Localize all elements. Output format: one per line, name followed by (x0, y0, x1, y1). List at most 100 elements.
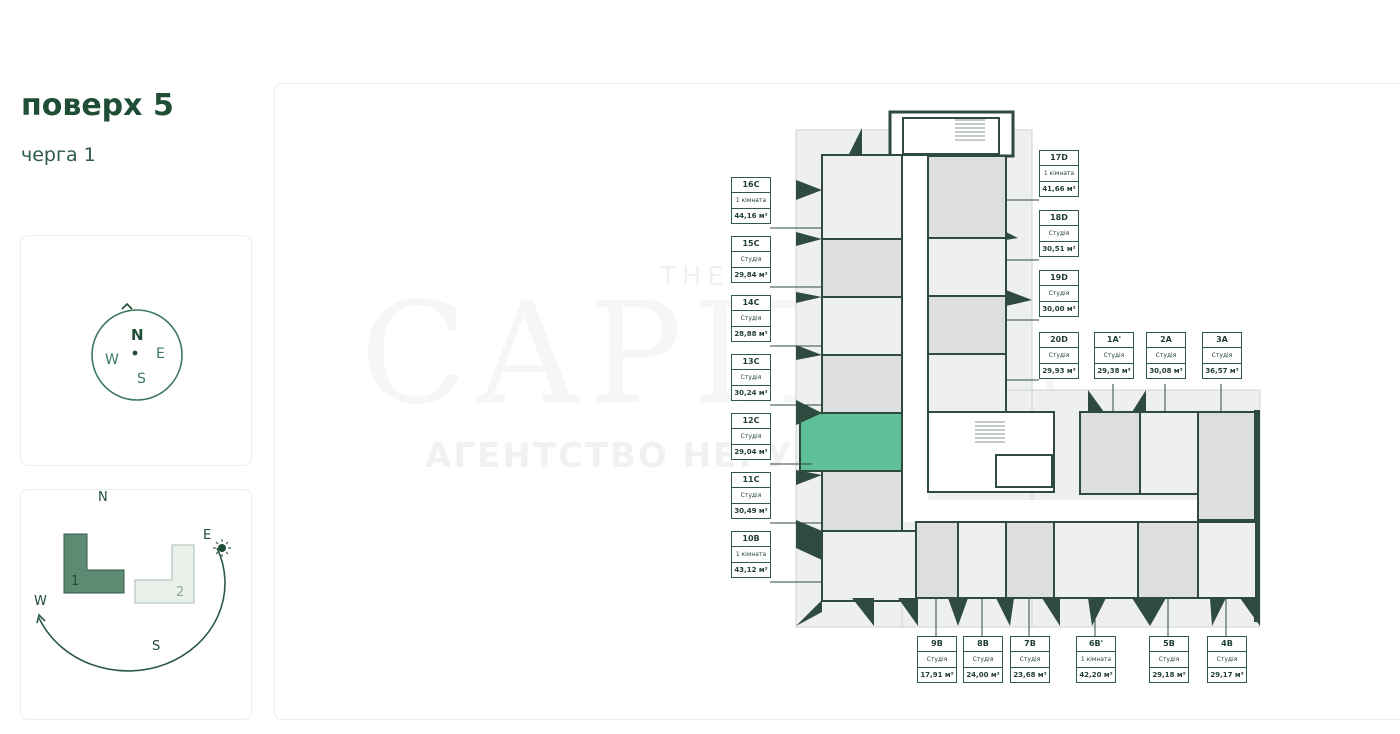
unit-10B[interactable] (821, 530, 917, 602)
unit-8B[interactable] (957, 521, 1007, 599)
apt-label-18D[interactable]: 18D Студія 30,51 м² (1039, 210, 1079, 257)
apt-type: Студія (732, 429, 770, 445)
apt-label-14C[interactable]: 14C Студія 28,88 м² (731, 295, 771, 342)
apt-code: 7B (1011, 637, 1049, 652)
apt-type: Студія (732, 488, 770, 504)
unit-11C[interactable] (821, 470, 903, 532)
apt-area: 44,16 м² (734, 212, 768, 220)
apt-type: Студія (918, 652, 956, 668)
block-2-label: 2 (176, 585, 184, 600)
apt-code: 10B (732, 532, 770, 547)
apt-label-12C[interactable]: 12C Студія 29,04 м² (731, 413, 771, 460)
apt-label-1A[interactable]: 1A' Студія 29,38 м² (1094, 332, 1134, 379)
unit-6B[interactable] (1053, 521, 1139, 599)
queue-label: черга 1 (21, 144, 96, 166)
apt-label-7B[interactable]: 7B Студія 23,68 м² (1010, 636, 1050, 683)
apt-code: 2A (1147, 333, 1185, 348)
compass-south: S (137, 371, 146, 387)
apt-label-17D[interactable]: 17D 1 кімната 41,66 м² (1039, 150, 1079, 197)
unit-19D[interactable] (927, 295, 1007, 355)
apt-area: 29,93 м² (1042, 367, 1076, 375)
block-2-shape[interactable] (134, 544, 195, 604)
unit-2A[interactable] (1139, 411, 1199, 495)
apt-label-3A[interactable]: 3A Студія 36,57 м² (1202, 332, 1242, 379)
orientation-card: N 1 2 E W S (20, 489, 252, 720)
unit-16C[interactable] (821, 154, 903, 240)
apt-label-13C[interactable]: 13C Студія 30,24 м² (731, 354, 771, 401)
apt-code: 9B (918, 637, 956, 652)
apt-area: 29,04 м² (734, 448, 768, 456)
sun-icon (218, 544, 226, 552)
apt-type: Студія (1095, 348, 1133, 364)
unit-4B[interactable] (1197, 521, 1257, 599)
apt-code: 11C (732, 473, 770, 488)
apt-area: 42,20 м² (1079, 671, 1113, 679)
apt-code: 12C (732, 414, 770, 429)
unit-17D[interactable] (927, 155, 1007, 239)
unit-15C[interactable] (821, 238, 903, 298)
apt-type: Студія (964, 652, 1002, 668)
unit-14C[interactable] (821, 296, 903, 356)
apt-label-5B[interactable]: 5B Студія 29,18 м² (1149, 636, 1189, 683)
apt-type: Студія (732, 252, 770, 268)
apt-area: 29,38 м² (1097, 367, 1131, 375)
floor-title: поверх 5 (21, 88, 174, 123)
apt-code: 4B (1208, 637, 1246, 652)
apt-label-15C[interactable]: 15C Студія 29,84 м² (731, 236, 771, 283)
compass-west: W (105, 352, 119, 368)
orient-north: N (98, 490, 108, 505)
orient-south: S (152, 639, 160, 654)
apt-type: Студія (1150, 652, 1188, 668)
apt-code: 17D (1040, 151, 1078, 166)
apt-area: 29,18 м² (1152, 671, 1186, 679)
compass-icon: N W E S (91, 302, 183, 401)
east-units (927, 155, 1007, 413)
unit-5B[interactable] (1137, 521, 1199, 599)
apt-type: 1 кімната (1040, 166, 1078, 182)
apt-area: 30,00 м² (1042, 305, 1076, 313)
apt-label-16C[interactable]: 16C 1 кімната 44,16 м² (731, 177, 771, 224)
compass-card: N W E S (20, 235, 252, 466)
sun-rays-icon (213, 539, 231, 557)
unit-1A[interactable] (1079, 411, 1141, 495)
apt-type: 1 кімната (732, 193, 770, 209)
orient-west: W (34, 594, 47, 609)
apt-area: 36,57 м² (1205, 367, 1239, 375)
apt-label-9B[interactable]: 9B Студія 17,91 м² (917, 636, 957, 683)
apt-area: 23,68 м² (1013, 671, 1047, 679)
apt-label-8B[interactable]: 8B Студія 24,00 м² (963, 636, 1003, 683)
apt-area: 30,24 м² (734, 389, 768, 397)
apt-label-19D[interactable]: 19D Студія 30,00 м² (1039, 270, 1079, 317)
unit-12C-selected[interactable] (799, 412, 903, 472)
apt-area: 30,08 м² (1149, 367, 1183, 375)
apt-code: 20D (1040, 333, 1078, 348)
apt-code: 3A (1203, 333, 1241, 348)
apt-label-4B[interactable]: 4B Студія 29,17 м² (1207, 636, 1247, 683)
apt-label-11C[interactable]: 11C Студія 30,49 м² (731, 472, 771, 519)
apt-area: 30,49 м² (734, 507, 768, 515)
apt-type: Студія (1208, 652, 1246, 668)
apt-label-6B[interactable]: 6B' 1 кімната 42,20 м² (1076, 636, 1116, 683)
south-b-units (915, 521, 1257, 599)
block-1-shape[interactable] (63, 533, 125, 594)
unit-3A[interactable] (1197, 411, 1257, 521)
apt-area: 30,51 м² (1042, 245, 1076, 253)
orient-east: E (203, 528, 211, 543)
apt-area: 29,84 м² (734, 271, 768, 279)
apt-label-10B[interactable]: 10B 1 кімната 43,12 м² (731, 531, 771, 578)
unit-20D[interactable] (927, 353, 1007, 413)
unit-7B[interactable] (1005, 521, 1055, 599)
apt-type: Студія (1040, 286, 1078, 302)
apt-code: 1A' (1095, 333, 1133, 348)
apt-label-2A[interactable]: 2A Студія 30,08 м² (1146, 332, 1186, 379)
unit-18D[interactable] (927, 237, 1007, 297)
compass-east: E (156, 346, 165, 362)
apt-area: 24,00 м² (966, 671, 1000, 679)
north-arrow-icon (121, 302, 133, 310)
unit-13C[interactable] (821, 354, 903, 414)
unit-9B[interactable] (915, 521, 959, 599)
apt-label-20D[interactable]: 20D Студія 29,93 м² (1039, 332, 1079, 379)
apt-code: 5B (1150, 637, 1188, 652)
apt-type: Студія (732, 370, 770, 386)
apt-type: Студія (1040, 226, 1078, 242)
